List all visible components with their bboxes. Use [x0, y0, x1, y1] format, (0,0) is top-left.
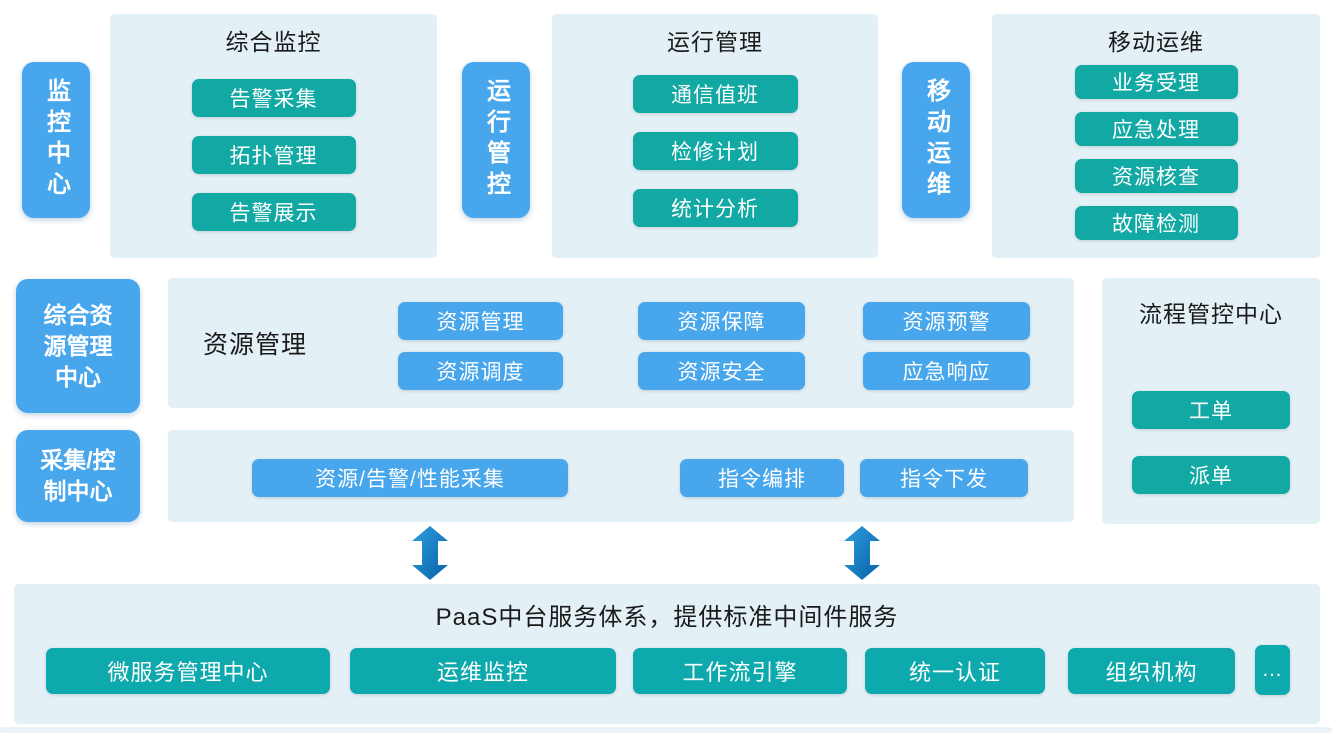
side-label-monitoring-center: 监控中心 — [22, 62, 90, 218]
panel-mobile-operations: 移动运维 业务受理 应急处理 资源核查 故障检测 — [992, 14, 1320, 258]
double-arrow-icon — [412, 526, 448, 580]
module-button-work-order[interactable]: 工单 — [1132, 391, 1290, 429]
module-button-microservice-management-center[interactable]: 微服务管理中心 — [46, 648, 330, 694]
module-button-resource-scheduling[interactable]: 资源调度 — [398, 352, 563, 390]
panel-operation-management: 运行管理 通信值班 检修计划 统计分析 — [552, 14, 878, 258]
module-button-resource-verification[interactable]: 资源核查 — [1074, 159, 1238, 193]
panel-comprehensive-monitoring: 综合监控 告警采集 拓扑管理 告警展示 — [110, 14, 437, 258]
module-button-emergency-response[interactable]: 应急响应 — [863, 352, 1030, 390]
panel-title-comprehensive-monitoring: 综合监控 — [225, 29, 322, 55]
panel-paas-platform: PaaS中台服务体系，提供标准中间件服务 微服务管理中心 运维监控 工作流引擎 … — [14, 584, 1320, 724]
module-button-resource-security[interactable]: 资源安全 — [638, 352, 805, 390]
panel-title-mobile-operations: 移动运维 — [1108, 29, 1204, 55]
module-button-resource-alarm-performance-collection[interactable]: 资源/告警/性能采集 — [252, 459, 568, 497]
panel-collection-control: 资源/告警/性能采集 指令编排 指令下发 — [168, 430, 1074, 522]
side-label-operation-control: 运行管控 — [462, 62, 530, 218]
module-button-resource-guarantee[interactable]: 资源保障 — [638, 302, 805, 340]
module-button-workflow-engine[interactable]: 工作流引擎 — [633, 648, 847, 694]
module-button-fault-detection[interactable]: 故障检测 — [1074, 206, 1238, 240]
button-stack: 通信值班 检修计划 统计分析 — [552, 75, 878, 227]
module-button-resource-management[interactable]: 资源管理 — [398, 302, 563, 340]
panel-process-control-center: 流程管控中心 工单 派单 — [1102, 278, 1320, 524]
module-button-communication-duty[interactable]: 通信值班 — [632, 75, 798, 113]
module-button-alarm-display[interactable]: 告警展示 — [191, 193, 356, 231]
button-stack: 告警采集 拓扑管理 告警展示 — [110, 79, 437, 231]
panel-label-resource-management: 资源管理 — [203, 331, 308, 359]
module-button-organization[interactable]: 组织机构 — [1068, 648, 1235, 694]
side-label-resource-management-center: 综合资 源管理 中心 — [16, 279, 140, 413]
module-button-alarm-collection[interactable]: 告警采集 — [191, 79, 356, 117]
module-button-instruction-orchestration[interactable]: 指令编排 — [680, 459, 844, 497]
module-button-unified-authentication[interactable]: 统一认证 — [865, 648, 1045, 694]
side-label-collection-control-center: 采集/控 制中心 — [16, 430, 140, 522]
panel-title-operation-management: 运行管理 — [667, 29, 763, 55]
bottom-edge-strip — [0, 727, 1332, 733]
module-button-emergency-handling[interactable]: 应急处理 — [1074, 112, 1238, 146]
button-stack: 业务受理 应急处理 资源核查 故障检测 — [992, 65, 1320, 240]
module-button-more-ellipsis[interactable]: ... — [1255, 645, 1290, 695]
panel-title-process-control-center: 流程管控中心 — [1139, 301, 1283, 327]
panel-title-paas-platform: PaaS中台服务体系，提供标准中间件服务 — [435, 604, 899, 631]
module-button-instruction-dispatch[interactable]: 指令下发 — [860, 459, 1028, 497]
module-button-statistical-analysis[interactable]: 统计分析 — [632, 189, 798, 227]
module-button-business-acceptance[interactable]: 业务受理 — [1074, 65, 1238, 99]
module-button-dispatch-order[interactable]: 派单 — [1132, 456, 1290, 494]
panel-resource-management: 资源管理 资源管理 资源调度 资源保障 资源安全 资源预警 应急响应 — [168, 278, 1074, 408]
module-button-topology-management[interactable]: 拓扑管理 — [191, 136, 356, 174]
module-button-resource-warning[interactable]: 资源预警 — [863, 302, 1030, 340]
side-label-mobile-operations: 移动运维 — [902, 62, 970, 218]
module-button-maintenance-plan[interactable]: 检修计划 — [632, 132, 798, 170]
module-button-operations-monitoring[interactable]: 运维监控 — [350, 648, 616, 694]
double-arrow-icon — [844, 526, 880, 580]
